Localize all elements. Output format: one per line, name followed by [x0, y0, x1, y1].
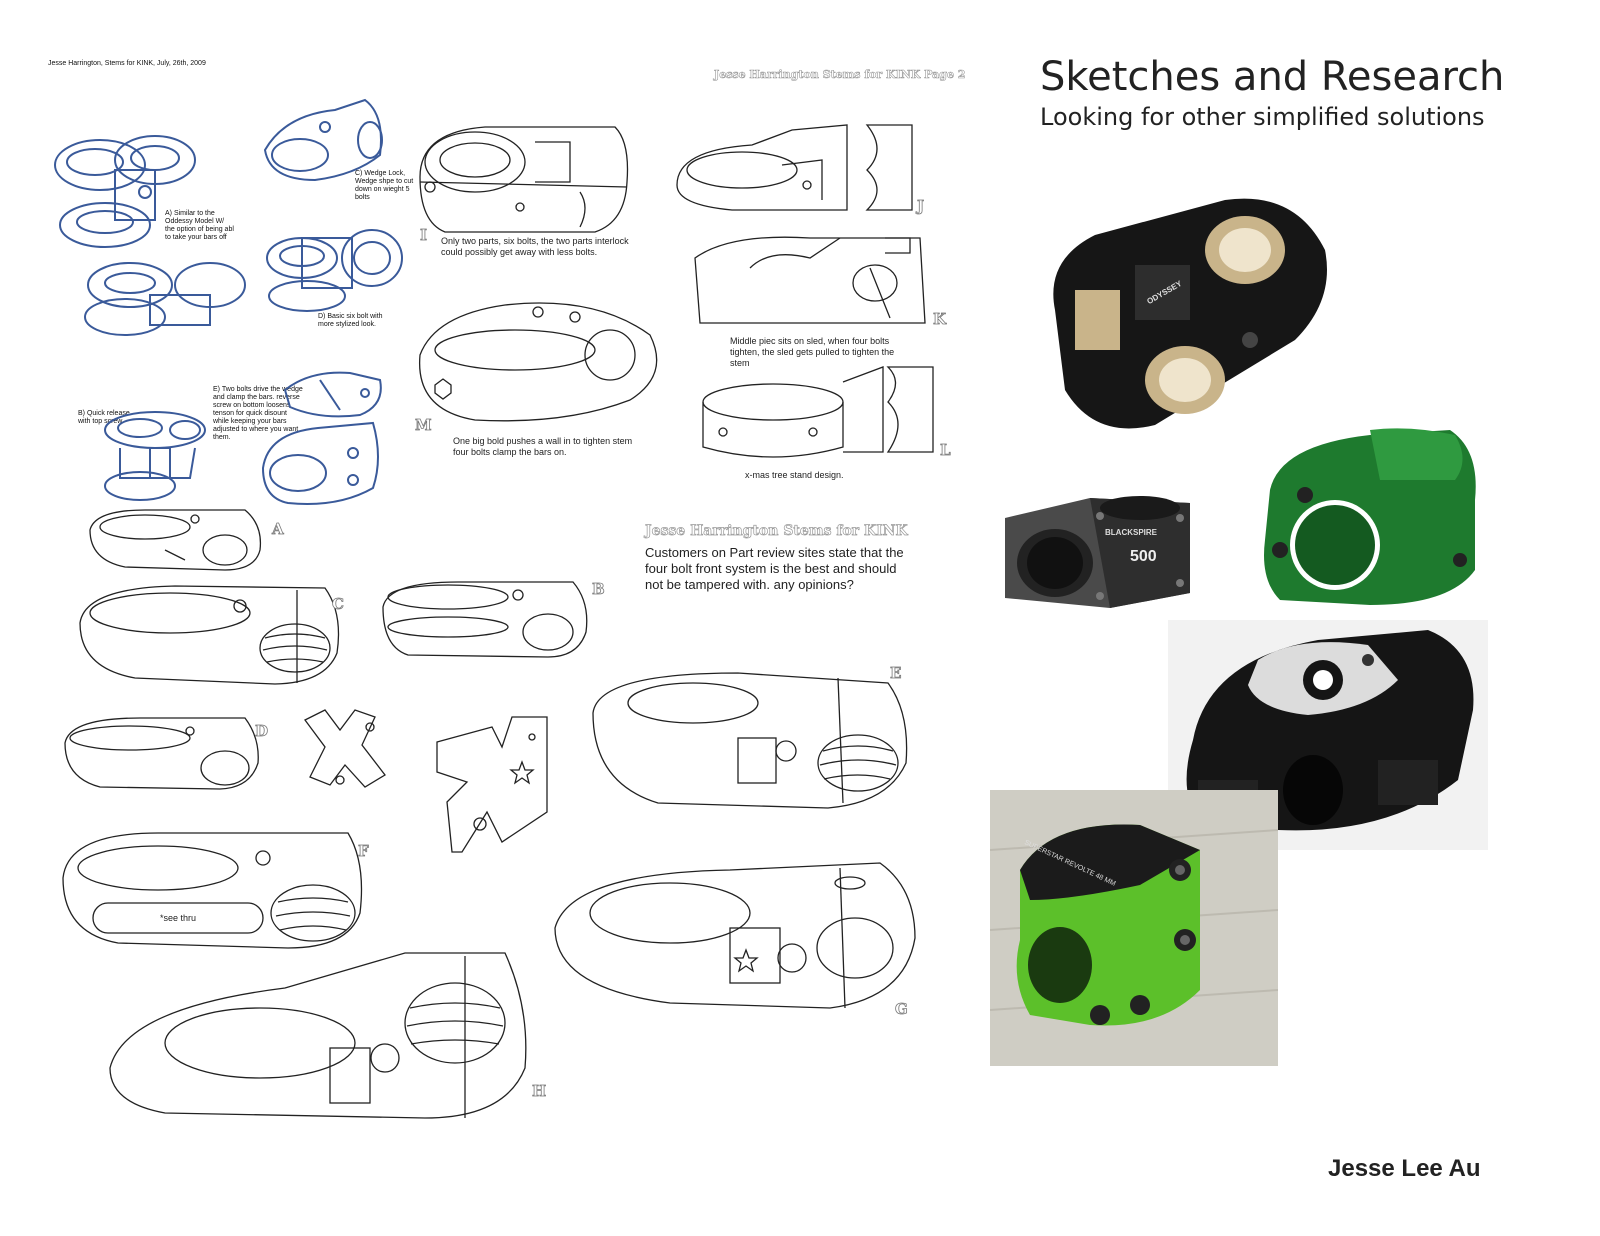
drawing-c	[75, 578, 345, 693]
opinion-body: Customers on Part review sites state tha…	[645, 545, 904, 592]
label-m: M	[415, 416, 432, 435]
drawing-j	[672, 120, 922, 225]
note-a: A) Similar to the Oddessy Model W/ the o…	[165, 210, 234, 241]
caption-l: x-mas tree stand design.	[745, 470, 844, 480]
pencil-sketch-a	[50, 110, 220, 275]
label-a: A	[272, 520, 284, 539]
label-f: F	[358, 842, 369, 861]
note-d: D) Basic six bolt with more stylized loo…	[318, 313, 383, 328]
drawing-b	[378, 577, 598, 667]
label-j: J	[917, 197, 925, 216]
pencil-sketch-c	[255, 95, 390, 195]
label-k: K	[933, 310, 947, 329]
page-title: Sketches and Research	[1040, 54, 1505, 100]
drawing-l	[693, 362, 943, 472]
drawing-g	[550, 858, 920, 1018]
label-b: B	[592, 580, 605, 599]
drawing-a	[85, 505, 265, 580]
photo-blackspire-stem: BLACKSPIRE 500	[1000, 478, 1195, 613]
author-name: Jesse Lee Au	[1328, 1155, 1481, 1182]
opinion-heading: Jesse Harrington Stems for KINK	[645, 523, 908, 540]
note-b: B) Quick release with top screw	[78, 410, 130, 425]
note-c: C) Wedge Lock, Wedge shpe to cut down on…	[355, 170, 414, 201]
page-subtitle: Looking for other simplified solutions	[1040, 103, 1485, 131]
caption-i: Only two parts, six bolts, the two parts…	[441, 236, 629, 257]
label-d: D	[255, 722, 269, 741]
drawing-kink-logo-large	[432, 712, 552, 862]
drawing-d	[60, 713, 265, 798]
drawing-e	[588, 663, 913, 818]
drawing-i	[415, 122, 635, 247]
pencil-sketch-e	[280, 365, 390, 425]
drawing-f	[58, 828, 368, 958]
label-l: L	[940, 441, 951, 460]
drawing-k	[690, 228, 940, 333]
label-c: C	[332, 595, 345, 614]
label-e: E	[890, 664, 902, 683]
note-e: E) Two bolts drive the wedge and clamp t…	[213, 386, 303, 441]
photo-black-graphic-stem	[1168, 620, 1488, 850]
label-h: H	[532, 1082, 547, 1101]
drawing-h	[105, 948, 535, 1128]
photo-blackspire-model: 500	[1130, 548, 1157, 565]
caption-k: Middle piec sits on sled, when four bolt…	[730, 336, 895, 368]
drawing-kink-logo-small	[300, 705, 390, 795]
label-i: I	[420, 226, 428, 245]
pencil-sketch-a2	[80, 255, 250, 345]
label-g: G	[895, 1000, 909, 1019]
pencil-sketch-e2	[258, 418, 388, 515]
caption-m: One big bold pushes a wall in to tighten…	[453, 436, 633, 457]
page2-heading: Jesse Harrington Stems for KINK Page 2	[714, 68, 966, 82]
sheet-meta-line: Jesse Harrington, Stems for KINK, July, …	[48, 60, 206, 67]
photo-odyssey-stem: ODYSSEY	[1035, 190, 1335, 435]
caption-see-thru: *see thru	[160, 913, 197, 923]
photo-blackspire-brand: BLACKSPIRE	[1105, 528, 1158, 537]
pencil-sketch-d	[262, 218, 407, 323]
photo-green-stem	[1250, 420, 1485, 610]
drawing-m	[415, 295, 665, 435]
pencil-sketch-b	[100, 408, 215, 508]
photo-lime-stem: SUPERSTAR REVOLTE 48 MM	[990, 790, 1278, 1066]
